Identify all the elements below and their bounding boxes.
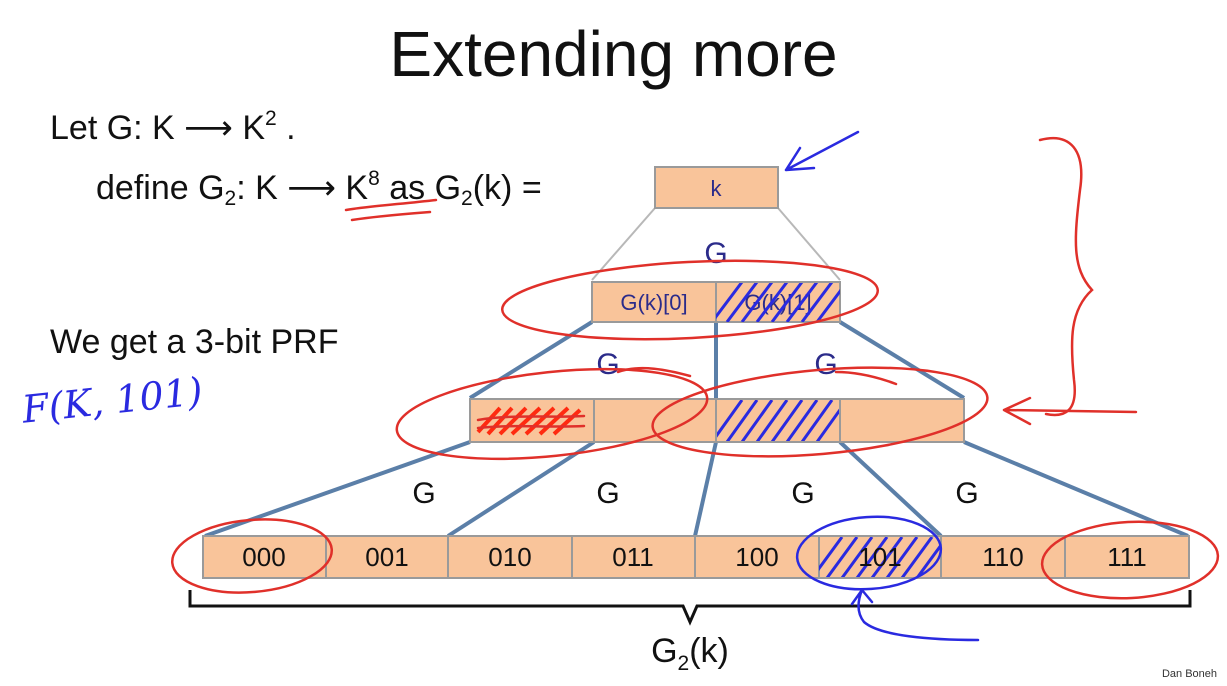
root-label: k <box>711 176 723 201</box>
edge-root-left <box>591 207 656 281</box>
leaf-label-100: 100 <box>735 542 778 572</box>
definition-line-2: define G2: K ⟶ K8 as G2(k) = <box>96 167 542 210</box>
leaf-label-011: 011 <box>612 542 653 572</box>
brace-label-tail: (k) <box>689 632 729 670</box>
line1-text: Let G: K ⟶ K <box>50 109 266 147</box>
level2-blue-hatching <box>717 400 839 441</box>
line2-eq: (k) = <box>472 169 542 207</box>
brace-label-sub: 2 <box>678 652 690 675</box>
edge-root-right <box>777 207 841 281</box>
g-label-bottom-2: G <box>596 477 619 510</box>
leaf-000-circle <box>170 518 334 594</box>
leaf-box-010 <box>447 535 573 579</box>
leaf-row <box>202 535 1190 579</box>
definition-line-1: Let G: K ⟶ K2 . <box>50 108 296 148</box>
leaf-label-010: 010 <box>488 542 531 572</box>
g-label-middle-right: G <box>814 348 837 381</box>
leaf-label-001: 001 <box>365 542 408 572</box>
g-label-bottom-1: G <box>412 477 435 510</box>
line1-superscript: 2 <box>265 107 277 130</box>
root-arrow <box>784 130 860 172</box>
k8-underline-1 <box>344 198 438 212</box>
level1-hatching <box>716 283 840 322</box>
g-label-bottom-4: G <box>955 477 978 510</box>
line2-superscript: 8 <box>368 167 380 190</box>
right-brace <box>1038 137 1094 417</box>
brace-label-main: G <box>651 632 677 670</box>
leaf-box-111 <box>1064 535 1190 579</box>
level2-right-circle <box>651 366 989 458</box>
edge-l1-1-right <box>838 320 966 400</box>
slide-title: Extending more <box>389 18 838 90</box>
red-squiggle-left <box>616 366 692 378</box>
line2-define: define G <box>96 169 225 207</box>
leaf-label-110: 110 <box>982 542 1023 572</box>
prf-statement: We get a 3-bit PRF <box>50 323 339 361</box>
red-annotations <box>170 137 1220 600</box>
level2-box-3 <box>839 398 965 443</box>
leaf-101-arrow <box>850 588 980 642</box>
g-label-middle-left: G <box>596 348 619 381</box>
blue-annotations <box>784 130 980 642</box>
leaf-label-000: 000 <box>242 542 285 572</box>
line2-subscript-1: 2 <box>224 187 237 210</box>
level2-left-circle <box>395 367 709 461</box>
edge-l2-0-right <box>446 440 596 538</box>
edge-l2-mid <box>693 441 718 537</box>
author-credit: Dan Boneh <box>1161 668 1217 680</box>
g-label-bottom-3: G <box>791 477 814 510</box>
edge-l2-1-right <box>838 440 943 538</box>
leaf-101-hatching <box>819 537 941 577</box>
line2-subscript-2: 2 <box>461 187 473 210</box>
level1-circle <box>500 259 880 341</box>
bottom-brace <box>188 590 1192 626</box>
g-label-top: G <box>704 237 727 270</box>
leaf-box-000 <box>202 535 327 579</box>
red-arrow <box>1002 396 1138 426</box>
tree-lines <box>204 207 1189 538</box>
line2-map: : K ⟶ K <box>236 169 369 207</box>
level1-label-0: G(k)[0] <box>620 290 687 315</box>
edge-l1-0-left <box>468 320 594 400</box>
leaf-box-001 <box>325 535 449 579</box>
edge-l2-right <box>963 440 1189 538</box>
level2-red-scribble <box>476 406 586 436</box>
red-squiggle-right <box>834 370 898 386</box>
leaf-box-011 <box>571 535 696 579</box>
root-box <box>654 166 779 209</box>
k8-underline-2 <box>350 210 432 222</box>
leaf-101-circle <box>795 515 943 591</box>
leaf-label-101: 101 <box>858 542 901 572</box>
line1-suffix: . <box>276 109 296 147</box>
leaf-111-circle <box>1040 520 1220 600</box>
brace-label: G2(k) <box>651 632 729 675</box>
leaf-label-111: 111 <box>1107 542 1147 572</box>
